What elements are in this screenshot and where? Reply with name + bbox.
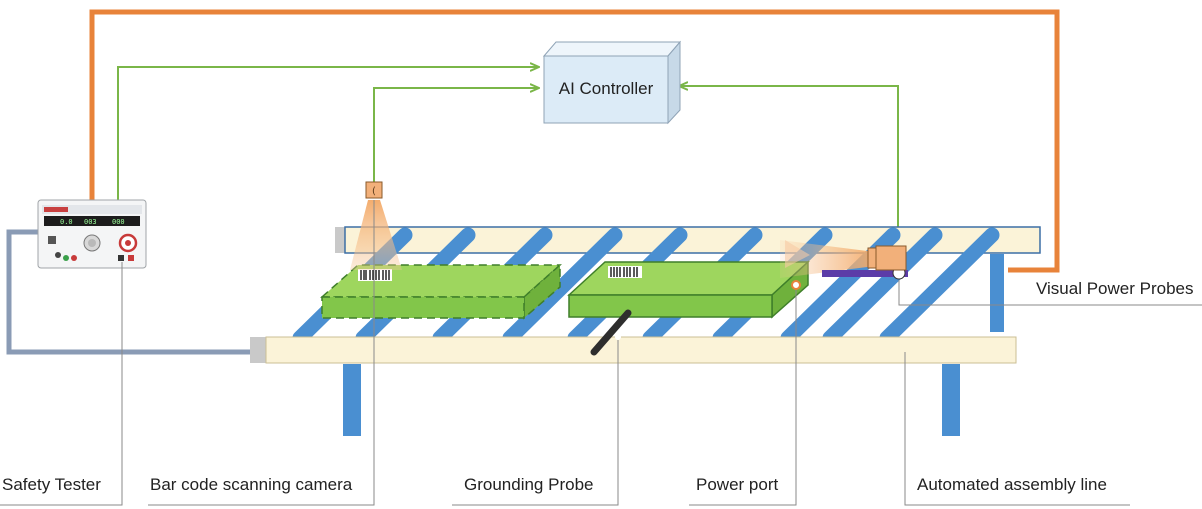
signal-line-tester: [117, 67, 538, 205]
leader-visual-power-probes: [898, 280, 1202, 306]
power-port: [791, 280, 801, 290]
label-assembly-line: Automated assembly line: [917, 475, 1107, 494]
barcode: [608, 266, 642, 278]
leader-assembly-line: [904, 352, 1130, 506]
safety-tester: 0.0 003 000: [37, 199, 147, 269]
grounding-probe: [590, 309, 632, 356]
conveyor-leg: [942, 364, 960, 436]
visual-power-probe: [780, 240, 908, 280]
tester-display-1: 0.0: [60, 218, 73, 226]
conveyor-front-rail: [250, 336, 1017, 364]
power-line: [89, 9, 1060, 273]
leader-grounding-probe: [452, 340, 619, 506]
ai-controller: AI Controller: [542, 40, 682, 125]
tester-display-2: 003: [84, 218, 97, 226]
leader-safety-tester: [0, 262, 123, 506]
label-grounding-probe: Grounding Probe: [464, 475, 593, 494]
signal-line-camera: [373, 88, 538, 182]
label-visual-power-probes: Visual Power Probes: [1036, 279, 1194, 298]
label-power-port: Power port: [696, 475, 778, 494]
product-board-2: [567, 260, 810, 319]
ground-line: [6, 229, 262, 355]
product-board-1: [320, 263, 562, 320]
label-safety-tester: Safety Tester: [2, 475, 101, 494]
barcode-camera: (: [350, 181, 402, 270]
conveyor-leg: [990, 254, 1004, 332]
leader-power-port: [689, 290, 797, 506]
conveyor-leg: [343, 364, 361, 436]
leader-barcode-camera: [148, 200, 375, 506]
barcode: [358, 269, 392, 281]
tester-display-3: 000: [112, 218, 125, 226]
signal-line-visual-probe: [680, 86, 899, 250]
ai-controller-label: AI Controller: [559, 79, 654, 98]
label-barcode-camera: Bar code scanning camera: [150, 475, 353, 494]
svg-text:(: (: [372, 186, 376, 197]
